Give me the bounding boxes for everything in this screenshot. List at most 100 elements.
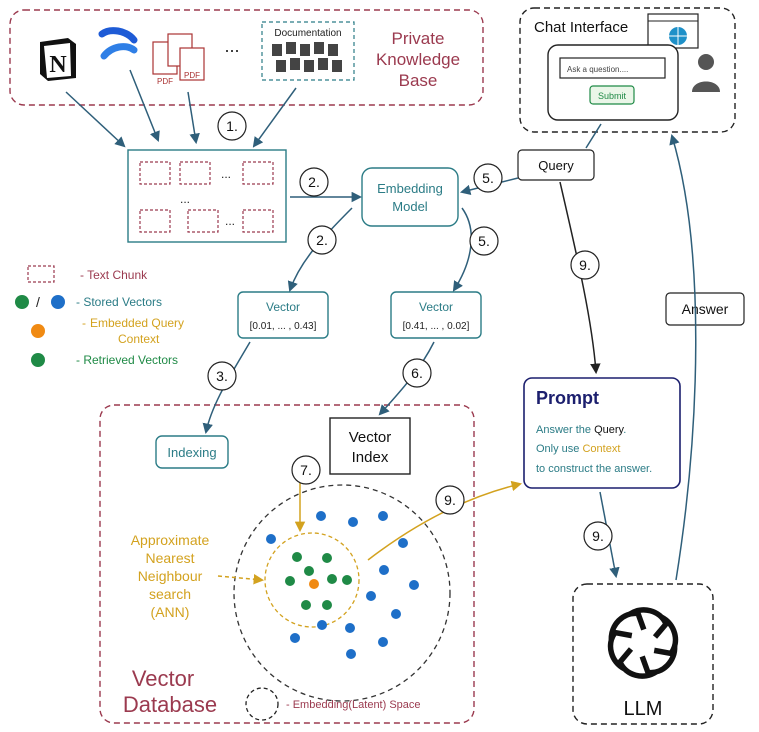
pdf-files-icon: PDF PDF: [152, 33, 205, 86]
prompt-line-1: Answer the Query.: [536, 424, 626, 436]
kb-title-line-3: Base: [399, 71, 438, 90]
llm-label: LLM: [624, 698, 663, 720]
svg-text:Neighbour: Neighbour: [138, 568, 203, 584]
legend-text-chunk: - Text Chunk: [80, 268, 148, 282]
question-input[interactable]: [559, 57, 666, 79]
embedding-space-circle: [233, 484, 451, 702]
legend-retrieved-vectors: - Retrieved Vectors: [76, 353, 178, 367]
query-label: Query: [538, 158, 574, 173]
svg-text:N: N: [49, 52, 67, 78]
chat-title: Chat Interface: [534, 19, 628, 36]
retrieved-vector-dot: [322, 600, 332, 610]
retrieved-vectors: [285, 552, 352, 610]
vector-left-value: [0.01, ... , 0.43]: [250, 321, 317, 332]
stored-vector-dot: [391, 609, 401, 619]
documents-icon: [272, 42, 342, 72]
ellipsis: ...: [224, 36, 239, 56]
step-3-badge: [207, 361, 237, 391]
retrieved-vector-dot: [285, 576, 295, 586]
knowledge-base-border: [9, 9, 484, 106]
svg-text:search: search: [149, 586, 191, 602]
text-chunks-box: ... ... ...: [127, 149, 287, 243]
svg-text:3.: 3.: [216, 368, 228, 384]
kb-title-line-2: Knowledge: [376, 50, 460, 69]
text-chunk: [139, 209, 171, 233]
svg-text:1.: 1.: [226, 118, 238, 134]
stored-vector-dot: [409, 580, 419, 590]
vector-database-label-2: Database: [123, 692, 217, 717]
legend-embedded-query-1: Embedded Query: [90, 316, 184, 330]
svg-text:...: ...: [225, 214, 235, 228]
embedding-model-label-1: Embedding: [377, 181, 443, 196]
user-icon: [692, 54, 720, 92]
question-placeholder: Ask a question....: [567, 65, 628, 74]
text-chunk: [242, 209, 274, 233]
browser-globe-icon: [647, 13, 699, 49]
stored-vector-dot: [378, 637, 388, 647]
vector-right-value: [0.41, ... , 0.02]: [403, 321, 470, 332]
embedding-model-label-2: Model: [392, 199, 428, 214]
svg-text:(ANN): (ANN): [151, 604, 190, 620]
svg-text:7.: 7.: [300, 462, 312, 478]
notion-icon: N: [40, 38, 76, 81]
submit-label: Submit: [598, 91, 627, 101]
retrieved-vector-dot: [301, 600, 311, 610]
legend-embedded-query-2: Context: [118, 332, 160, 346]
stored-vector-dot: [290, 633, 300, 643]
svg-text:/: /: [36, 294, 40, 310]
svg-text:-: -: [82, 316, 86, 330]
svg-text:PDF: PDF: [184, 71, 200, 80]
stored-vector-dot: [348, 517, 358, 527]
svg-text:2.: 2.: [316, 232, 328, 248]
retrieved-vector-dot: [322, 553, 332, 563]
stored-vector-dot: [379, 565, 389, 575]
stored-vectors: [266, 511, 419, 659]
legend-latent-space: - Embedding(Latent) Space: [286, 699, 421, 711]
text-chunk: [179, 161, 211, 185]
indexing-label: Indexing: [167, 445, 216, 460]
stored-vector-dot: [266, 534, 276, 544]
vector-right-title: Vector: [419, 300, 453, 314]
arrow-docs-chunks: [252, 87, 297, 148]
svg-text:...: ...: [180, 192, 190, 206]
svg-text:Nearest: Nearest: [145, 550, 194, 566]
text-chunk: [187, 209, 219, 233]
vector-left-title: Vector: [266, 300, 300, 314]
prompt-line-2: Only use Context: [536, 443, 620, 455]
svg-text:9.: 9.: [579, 257, 591, 273]
confluence-icon: [98, 27, 138, 60]
svg-text:6.: 6.: [411, 365, 423, 381]
query-vector-dot: [309, 579, 319, 589]
chat-interface: Chat Interface Ask a question.... Submit: [519, 7, 736, 133]
step-9-badge: [570, 250, 600, 280]
private-knowledge-base: N PDF PDF ... Documentation Private Know…: [9, 9, 484, 106]
svg-text:PDF: PDF: [157, 77, 173, 86]
step-1-badge: [217, 111, 247, 141]
legend-text-chunk-swatch: [27, 265, 55, 283]
llm-box: [572, 583, 714, 725]
prompt-line-3: to construct the answer.: [536, 463, 652, 475]
retrieved-vector-dot: [292, 552, 302, 562]
vector-database-border: [99, 404, 475, 724]
step-9-badge: [583, 521, 613, 551]
text-chunk: [242, 161, 274, 185]
submit-button[interactable]: [589, 85, 635, 105]
stored-vector-dot: [345, 623, 355, 633]
arrow-notion-chunks: [65, 91, 126, 148]
text-chunk: [139, 161, 171, 185]
chat-window: [547, 44, 679, 121]
legend-blue-dot: [51, 295, 65, 309]
step-7-badge: [291, 455, 321, 485]
retrieved-vector-dot: [342, 575, 352, 585]
kb-title-line-1: Private: [392, 29, 445, 48]
step-9-badge: [435, 485, 465, 515]
answer-box: [665, 292, 745, 326]
embedding-model-box: [361, 167, 459, 227]
prompt-box: [523, 377, 681, 489]
arrow-ann-label: [217, 574, 265, 585]
arrow-pdf-chunks: [187, 91, 200, 145]
step-2-badge: [307, 225, 337, 255]
prompt-title: Prompt: [536, 388, 599, 408]
vector-index-box: [329, 417, 411, 475]
